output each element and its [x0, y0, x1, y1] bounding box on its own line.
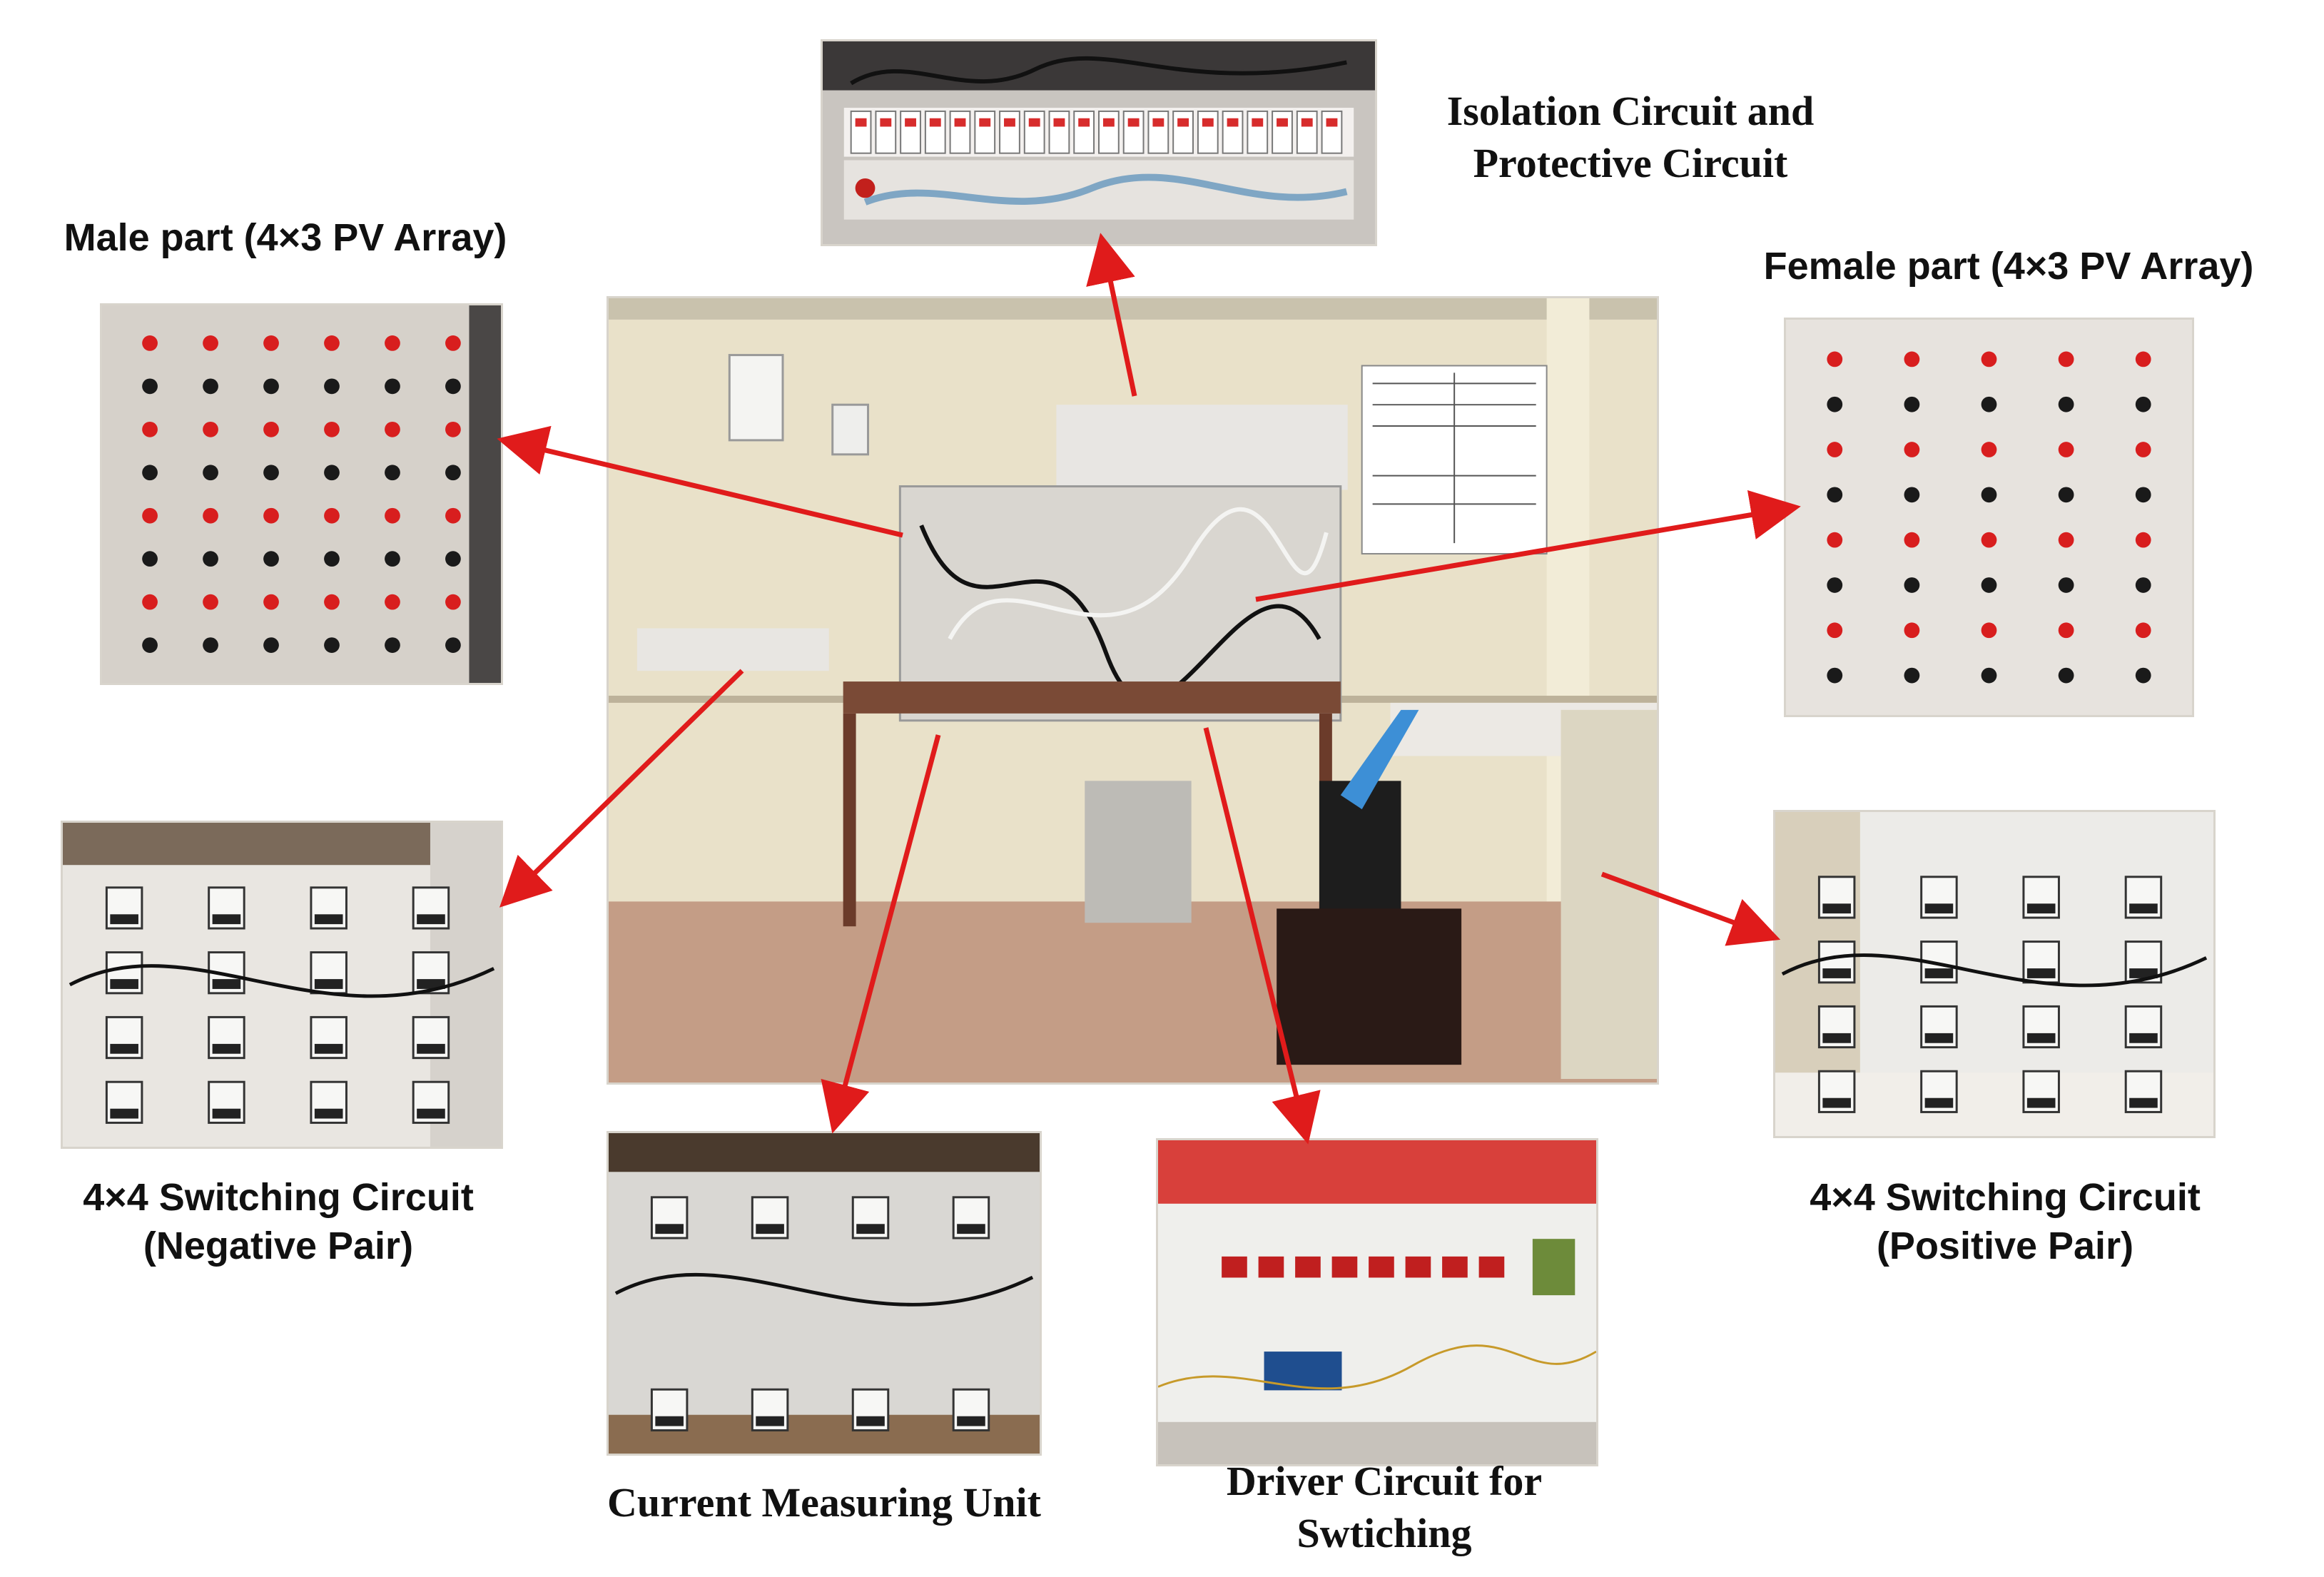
negative-pair-label: 4×4 Switching Circuit (Negative Pair)	[29, 1174, 528, 1270]
female-part-photo	[1784, 318, 2194, 717]
isolation-circuit-label-line1: Isolation Circuit and	[1446, 88, 1815, 134]
positive-pair-switching-photo	[1773, 810, 2216, 1138]
female-part-label: Female part (4×3 PV Array)	[1763, 245, 2254, 288]
male-part-photo	[100, 303, 503, 685]
positive-pair-label: 4×4 Switching Circuit (Positive Pair)	[1755, 1174, 2255, 1270]
driver-circuit-label-line1: Driver Circuit for	[1226, 1458, 1543, 1504]
positive-pair-label-line1: 4×4 Switching Circuit	[1810, 1176, 2201, 1219]
current-measuring-unit-photo	[607, 1131, 1042, 1456]
driver-circuit-label: Driver Circuit for Swtiching	[1142, 1456, 1627, 1559]
driver-circuit-label-line2: Swtiching	[1297, 1509, 1472, 1556]
positive-pair-label-line2: (Positive Pair)	[1876, 1224, 2134, 1267]
isolation-circuit-label-line2: Protective Circuit	[1473, 139, 1788, 186]
driver-circuit-photo	[1156, 1138, 1598, 1466]
isolation-circuit-label: Isolation Circuit and Protective Circuit	[1402, 86, 1859, 189]
lab-setup-photo	[607, 296, 1659, 1085]
current-measuring-unit-label: Current Measuring Unit	[607, 1479, 1041, 1526]
male-part-label: Male part (4×3 PV Array)	[64, 216, 507, 259]
negative-pair-label-line1: 4×4 Switching Circuit	[83, 1176, 474, 1219]
negative-pair-label-line2: (Negative Pair)	[143, 1224, 414, 1267]
isolation-circuit-photo	[821, 39, 1377, 246]
negative-pair-switching-photo	[61, 821, 503, 1149]
